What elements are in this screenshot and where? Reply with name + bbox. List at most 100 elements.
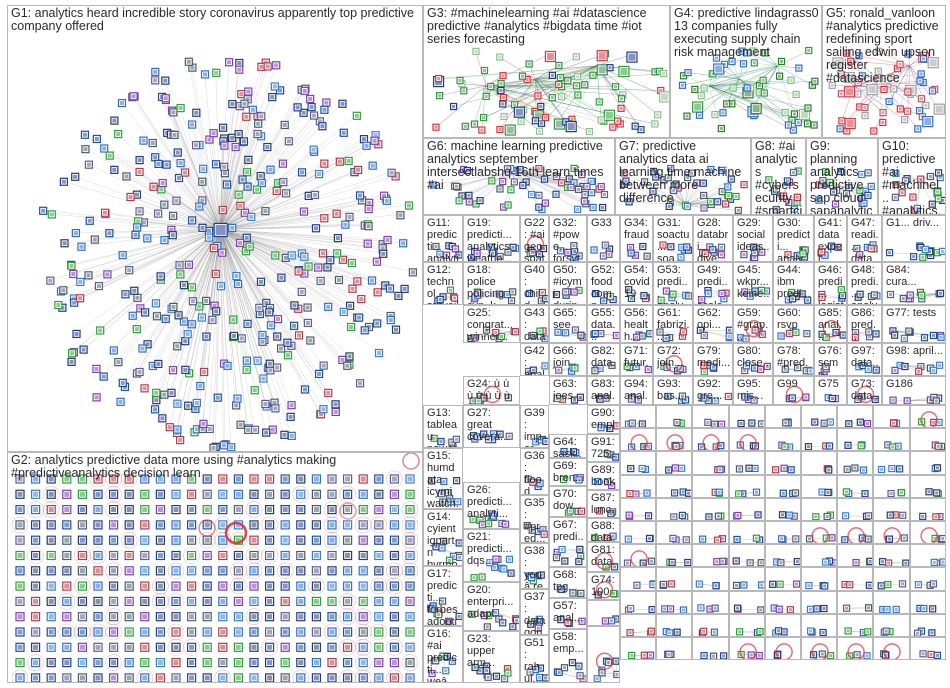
group-cell[interactable] — [620, 544, 657, 568]
group-cell[interactable] — [837, 613, 874, 637]
group-g99[interactable]: G99 — [773, 376, 814, 405]
group-g1[interactable]: G1: analytics heard incredible story cor… — [7, 5, 423, 452]
group-g2[interactable]: G2: analytics predictive data more using… — [7, 452, 423, 683]
group-g186[interactable]: G186 — [882, 376, 946, 405]
group-cell[interactable] — [692, 613, 729, 637]
group-g39[interactable]: G39: impor... guida... — [520, 405, 549, 448]
group-cell[interactable] — [837, 567, 874, 591]
group-g37[interactable]: G37: data gone... — [520, 589, 549, 635]
group-g32[interactable]: G32: #powe... forsyth... — [549, 215, 587, 262]
group-g89[interactable]: G89: book... — [587, 462, 620, 490]
group-cell[interactable] — [656, 637, 693, 661]
group-g27[interactable]: G27: great covera... — [463, 405, 520, 448]
group-cell[interactable] — [873, 613, 910, 637]
group-cell[interactable] — [656, 567, 693, 591]
group-cell[interactable] — [909, 474, 946, 498]
group-cell[interactable] — [620, 613, 657, 637]
group-g74[interactable]: G74: 100 — [587, 572, 620, 600]
group-g18[interactable]: G18: police policing cyn_k... — [463, 262, 520, 305]
group-g35[interactable]: G35: #pred... qyma... — [520, 495, 549, 543]
group-cell[interactable] — [801, 451, 838, 475]
group-cell[interactable] — [656, 405, 693, 429]
group-g5[interactable]: G5: ronald_vanloon #analytics predictive… — [822, 5, 946, 138]
group-cell[interactable] — [692, 567, 729, 591]
group-g15[interactable]: G15: humdata icymi watch... — [423, 448, 463, 509]
group-g50[interactable]: G50: #icymi durin... — [549, 262, 587, 305]
group-cell[interactable] — [837, 428, 874, 452]
group-g25[interactable]: G25: congrat... winner... — [463, 305, 520, 343]
group-cell[interactable] — [909, 637, 946, 661]
group-cell[interactable] — [620, 637, 657, 661]
group-g65[interactable]: G65: see — [549, 305, 587, 343]
group-g52[interactable]: G52: food comp... — [587, 262, 620, 305]
group-cell[interactable] — [873, 521, 910, 545]
group-g68[interactable]: G68: tpg... — [549, 567, 587, 598]
group-cell[interactable] — [728, 637, 765, 661]
group-g78[interactable]: G78: #pred... — [773, 343, 814, 376]
group-cell[interactable] — [656, 521, 693, 545]
group-g76[interactable]: G76: scmp... — [814, 343, 847, 376]
group-g71[interactable]: G71: futur... — [620, 343, 653, 376]
group-cell[interactable] — [692, 544, 729, 568]
group-g75b[interactable] — [587, 600, 620, 626]
group-cell[interactable] — [801, 590, 838, 614]
group-g86[interactable]: G86: pred... — [847, 305, 882, 343]
group-cell[interactable] — [909, 590, 946, 614]
group-g40[interactable]: G40: child prote... — [520, 262, 549, 305]
group-cell[interactable] — [873, 405, 910, 429]
group-cell[interactable] — [620, 521, 657, 545]
group-g61[interactable]: G61: fabrizi... — [653, 305, 693, 343]
group-cell[interactable] — [728, 497, 765, 521]
group-g49[interactable]: G49: predi... scale... — [693, 262, 733, 305]
group-cell[interactable] — [801, 474, 838, 498]
group-cell[interactable] — [801, 544, 838, 568]
group-g55[interactable]: G55: data... — [587, 305, 620, 343]
group-cell[interactable] — [692, 497, 729, 521]
group-g10[interactable]: G10: predictive #ai #machinel... #analyt… — [878, 138, 946, 215]
group-g29[interactable]: G29: social ideas... — [733, 215, 773, 262]
group-cell[interactable] — [728, 613, 765, 637]
group-g90[interactable]: G90: empl... — [587, 405, 620, 434]
group-cell[interactable] — [764, 521, 801, 545]
group-g47[interactable]: G47: readi... data — [847, 215, 882, 262]
group-cell[interactable] — [801, 521, 838, 545]
group-g87[interactable]: G87: lunc... — [587, 490, 620, 518]
group-cell[interactable] — [909, 521, 946, 545]
group-g9[interactable]: G9: planning analytics predictive sap cl… — [806, 138, 878, 215]
group-g80[interactable]: G80: close... — [733, 343, 773, 376]
group-g81[interactable]: G81: data... — [587, 542, 620, 572]
group-cell[interactable] — [728, 567, 765, 591]
group-g6[interactable]: G6: machine learning predictive analytic… — [423, 138, 615, 215]
group-g48[interactable]: G48: predi... analy... — [847, 262, 882, 305]
group-g41[interactable]: G41: data exper... — [814, 215, 847, 262]
group-g26[interactable]: G26: predicti... analyti... — [463, 482, 520, 529]
group-g70[interactable]: G70: dow... — [549, 486, 587, 517]
group-g91[interactable]: G91: 725... — [587, 434, 620, 462]
group-g12[interactable]: G12: technol... surveill... predicti... … — [423, 262, 463, 305]
group-cell[interactable] — [764, 451, 801, 475]
group-cell[interactable] — [620, 405, 657, 429]
group-cell[interactable] — [873, 637, 910, 661]
group-cell[interactable] — [692, 590, 729, 614]
group-cell[interactable] — [728, 544, 765, 568]
group-cell[interactable] — [873, 590, 910, 614]
group-cell[interactable] — [728, 474, 765, 498]
group-cell[interactable] — [764, 405, 801, 429]
group-g94[interactable]: G94: anal... — [620, 376, 653, 405]
group-cell[interactable] — [837, 521, 874, 545]
group-g72[interactable]: G72: join... — [653, 343, 693, 376]
group-cell[interactable] — [801, 637, 838, 661]
group-g43[interactable]: G43: data count... — [520, 305, 549, 343]
group-cell[interactable] — [692, 451, 729, 475]
group-cell[interactable] — [909, 405, 946, 429]
group-cell[interactable] — [801, 497, 838, 521]
group-g11[interactable]: G11: predicti... analytics data intellig… — [423, 215, 463, 262]
group-cell[interactable] — [837, 544, 874, 568]
group-cell[interactable] — [656, 613, 693, 637]
group-g75[interactable]: G75 — [814, 376, 847, 405]
group-cell[interactable] — [909, 544, 946, 568]
group-g31[interactable]: G31: soactu... soa... — [653, 215, 693, 262]
group-g24[interactable]: G24: ù ù ù ù ù ù ù ù... — [463, 376, 520, 405]
group-cell[interactable] — [873, 451, 910, 475]
group-cell[interactable] — [656, 474, 693, 498]
